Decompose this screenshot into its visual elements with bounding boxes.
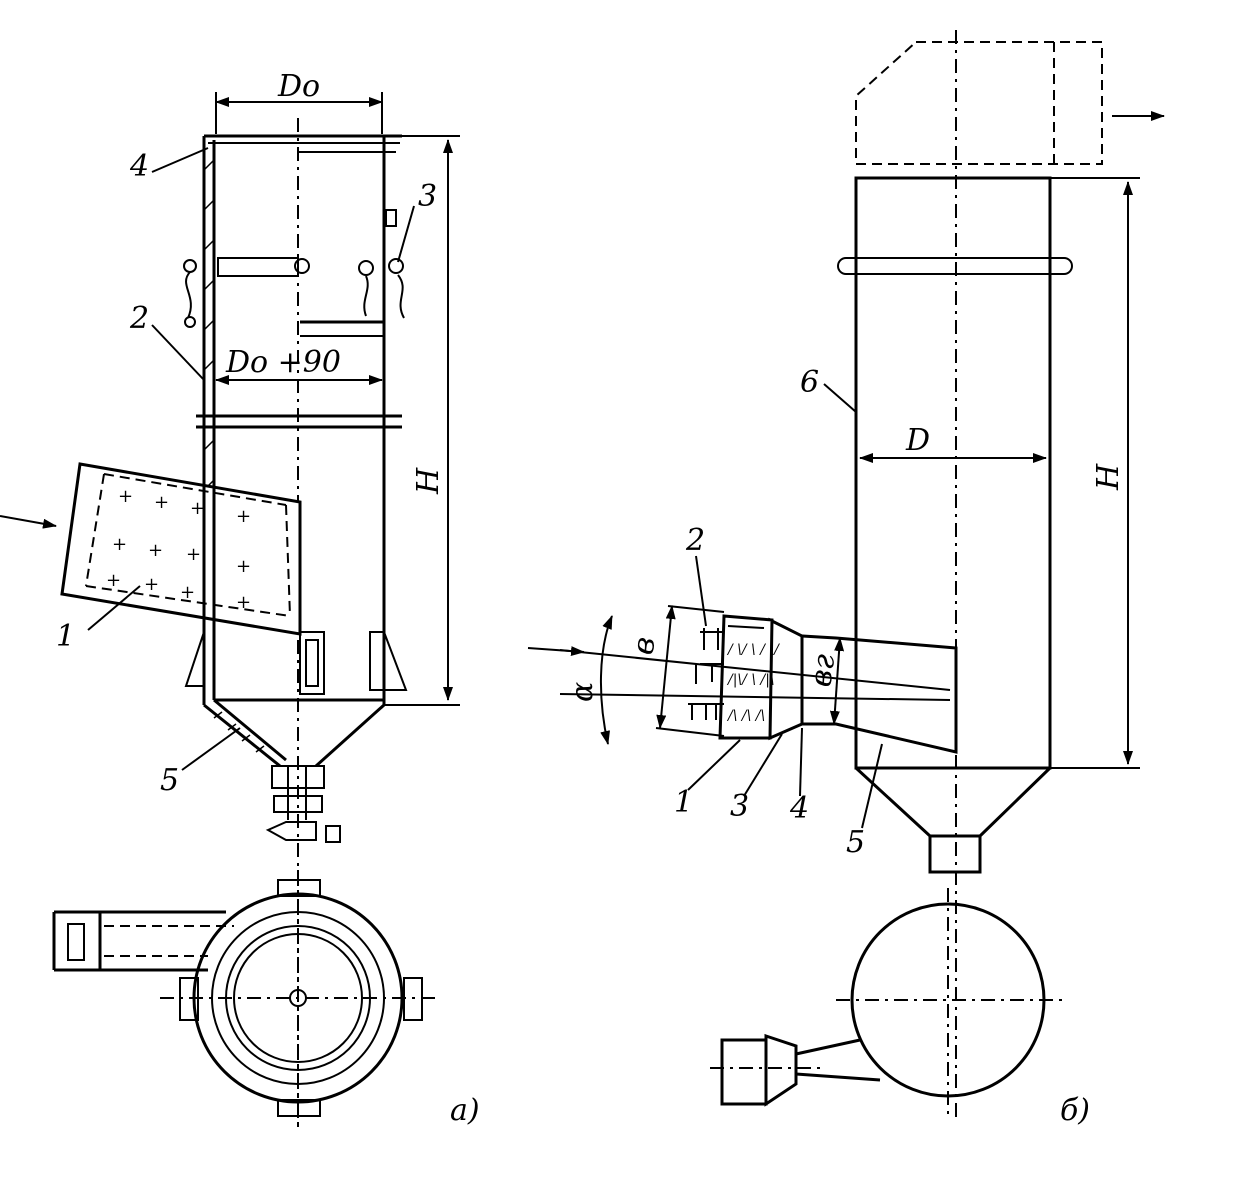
plan-view-b: б)	[710, 888, 1090, 1128]
dim-label-alpha: α	[565, 682, 600, 702]
inlet-duct-b: / \/ \ / \/ /|\/ \ /|\ /\ /\ /\	[655, 605, 958, 754]
inlet-arrow-a	[0, 515, 57, 529]
svg-text:/\ /\ /\: /\ /\ /\	[726, 708, 765, 724]
svg-text:+: +	[112, 534, 127, 555]
dim-label-h-b: H	[1091, 463, 1126, 491]
dim-label-bg: вг	[803, 652, 842, 689]
diagram-a: Do	[0, 69, 480, 1130]
svg-text:+: +	[236, 556, 251, 577]
svg-text:+: +	[190, 498, 205, 519]
label-3-a: 3	[418, 179, 437, 214]
svg-text:+: +	[154, 492, 169, 513]
label-2-b: 2	[685, 523, 705, 558]
caption-a: a)	[450, 1093, 480, 1128]
svg-text:+: +	[144, 574, 159, 595]
diagram-b: D H / \/ \ / \/ /|\/ \ /|\ /\ /\ /\	[527, 30, 1165, 1128]
label-3-b: 3	[730, 789, 749, 824]
svg-text:+: +	[180, 582, 195, 603]
dim-label-do90: Do +90	[225, 345, 341, 380]
svg-text:+: +	[148, 540, 163, 561]
svg-text:+: +	[106, 570, 121, 591]
dim-label-b: в	[625, 634, 663, 657]
label-6-b: 6	[800, 365, 819, 400]
svg-text:/ \/ \ / \/: / \/ \ / \/	[726, 642, 780, 658]
dim-label-do: Do	[277, 69, 320, 104]
caption-b: б)	[1060, 1093, 1090, 1128]
label-2-a: 2	[129, 301, 149, 336]
ring-b	[837, 257, 1073, 275]
label-5-b: 5	[846, 825, 865, 860]
label-4-a: 4	[129, 149, 149, 184]
plan-view-a: a)	[52, 870, 480, 1130]
svg-text:+: +	[236, 592, 251, 613]
svg-text:+: +	[236, 506, 251, 527]
label-1-b: 1	[674, 785, 693, 820]
inlet-duct-a: + + + + + + + + + + + +	[60, 462, 302, 636]
dim-label-h-a: H	[411, 467, 446, 495]
svg-text:+: +	[186, 544, 201, 565]
label-5-a: 5	[160, 763, 179, 798]
dim-label-d: D	[905, 423, 930, 458]
label-4-b: 4	[789, 791, 809, 826]
label-1-a: 1	[56, 619, 75, 654]
svg-text:+: +	[118, 486, 133, 507]
svg-text:/|\/ \ /|\: /|\/ \ /|\	[726, 672, 775, 688]
